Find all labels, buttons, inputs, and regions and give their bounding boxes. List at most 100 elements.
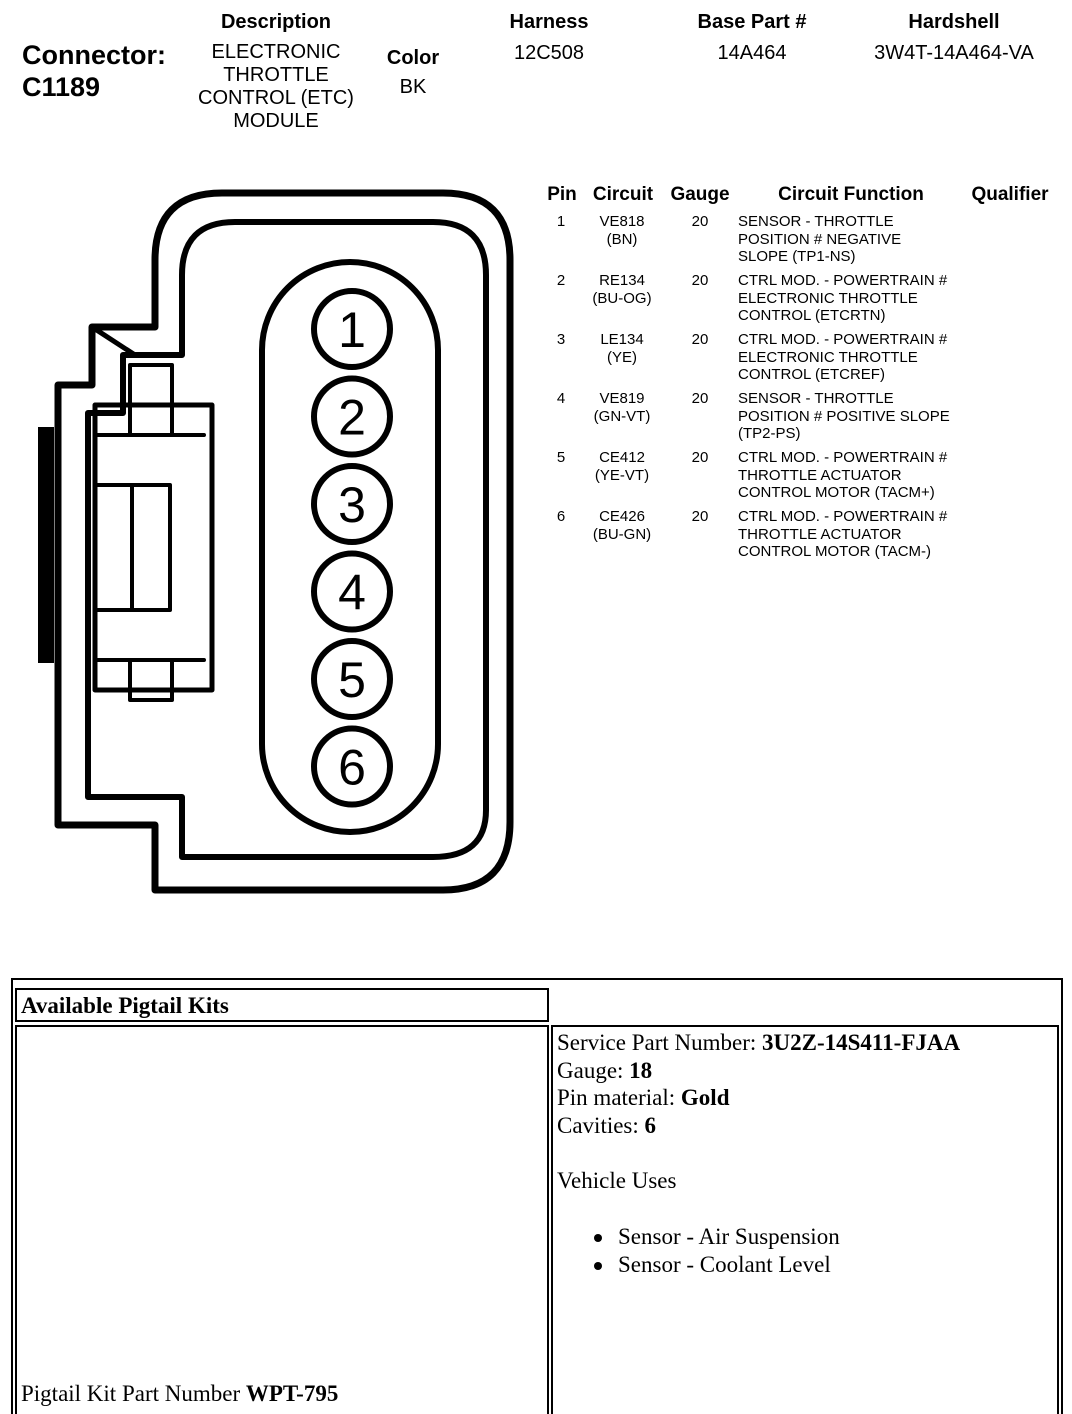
col-function-header: Circuit Function [778,184,924,205]
kit-part-value: WPT-795 [245,1381,339,1406]
kit-part-number: Pigtail Kit Part Number WPT-795 [21,1380,338,1408]
cavities-line: Cavities: 6 [557,1112,960,1140]
wire-gauge: 20 [691,508,709,525]
connector-inner-shell [85,219,489,860]
hardshell-header: Hardshell [908,11,1000,33]
circuit-function: CTRL MOD. - POWERTRAIN #ELECTRONIC THROT… [738,331,978,384]
pin-number-label: 1 [338,302,366,358]
circuit-function-line: ELECTRONIC THROTTLE [738,289,918,307]
circuit-function-line: CTRL MOD. - POWERTRAIN # [738,272,948,289]
connector-label: Connector: [22,40,166,70]
circuit-function: CTRL MOD. - POWERTRAIN #ELECTRONIC THROT… [738,272,978,325]
circuit-function-line: CONTROL (ETCREF) [738,366,885,383]
description-line: THROTTLE [223,64,329,86]
pin-number-label: 4 [338,565,366,621]
pigtail-details-cell: Service Part Number: 3U2Z-14S411-FJAA Ga… [551,1025,1059,1414]
harness-header: Harness [509,11,589,33]
gauge-value: 18 [629,1057,653,1083]
description-value: ELECTRONIC THROTTLE CONTROL (ETC) MODULE [176,41,376,133]
circuit-code-line: (BU-GN) [592,525,652,543]
pin-cavity [259,259,441,835]
circuit-function-line: CONTROL (ETCRTN) [738,307,886,324]
circuit-code-line: (GN-VT) [593,407,651,425]
col-circuit-header: Circuit [592,184,654,205]
pin-number: 3 [556,331,566,348]
pigtail-empty-cell: Pigtail Kit Part Number WPT-795 [15,1025,549,1414]
pin-number-label: 2 [338,390,366,446]
circuit-function-line: CONTROL MOTOR (TACM-) [738,543,932,560]
pin-number: 2 [556,272,566,289]
connector-outer-shell [54,189,514,894]
vehicle-uses-label: Vehicle Uses [557,1167,677,1193]
color-value: BK [399,76,427,98]
pin-circle [311,288,393,370]
pigtail-title-cell: Available Pigtail Kits [15,988,549,1022]
pin-material-label: Pin material: [557,1085,681,1110]
description-header: Description [220,11,332,33]
circuit-code: CE412(YE-VT) [580,449,664,484]
pin-number: 1 [556,213,566,230]
pin-number: 6 [556,508,566,525]
latch-notches [93,363,206,702]
description-line: ELECTRONIC [211,41,341,63]
latch-body [92,402,215,693]
color-header: Color [386,47,440,69]
circuit-function-line: THROTTLE ACTUATOR [738,525,902,543]
circuit-function: CTRL MOD. - POWERTRAIN #THROTTLE ACTUATO… [738,449,978,502]
base-part-value: 14A464 [717,42,787,64]
description-line: MODULE [233,110,319,132]
wire-gauge: 20 [691,449,709,466]
circuit-function-line: POSITION # POSITIVE SLOPE [738,407,950,425]
wire-gauge: 20 [691,213,709,230]
vehicle-use-item: Sensor - Air Suspension [591,1223,960,1251]
base-part-header: Base Part # [697,11,807,33]
circuit-function: CTRL MOD. - POWERTRAIN #THROTTLE ACTUATO… [738,508,978,561]
latch-slots [93,483,172,612]
pin-material-line: Pin material: Gold [557,1084,960,1112]
circuit-code: CE426(BU-GN) [580,508,664,543]
wire-gauge: 20 [691,272,709,289]
circuit-function-line: SLOPE (TP1-NS) [738,248,856,265]
circuit-function-line: THROTTLE ACTUATOR [738,466,902,484]
circuit-code-line: (BN) [606,230,638,248]
gauge-label: Gauge: [557,1057,630,1083]
pigtail-table [11,978,1063,1414]
harness-value: 12C508 [513,42,585,64]
col-pin-header: Pin [547,184,577,205]
hardshell-value: 3W4T-14A464-VA [874,42,1034,64]
circuit-code-line: RE134 [599,272,645,289]
cavities-label: Cavities: [557,1112,645,1138]
wire-gauge: 20 [691,390,709,407]
circuit-function-line: SENSOR - THROTTLE [738,390,894,407]
vehicle-uses-list: Sensor - Air Suspension Sensor - Coolant… [591,1223,960,1278]
pin-circle [311,550,393,633]
service-part-value: 3U2Z-14S411-FJAA [762,1030,961,1055]
pin-circle [311,638,393,720]
pin-circle [311,725,393,808]
circuit-function-line: CTRL MOD. - POWERTRAIN # [738,331,948,348]
connector-title: Connector: C1189 [22,39,166,103]
circuit-code-line: VE818 [599,213,645,230]
col-gauge-header: Gauge [670,184,730,205]
pigtail-title: Available Pigtail Kits [21,993,229,1018]
circuit-code: LE134(YE) [580,331,664,366]
circuit-code-line: (YE-VT) [594,466,650,484]
circuit-code-line: (BU-OG) [592,289,652,307]
pin-circle [311,375,393,458]
connector-id: C1189 [22,72,101,102]
circuit-code-line: CE412 [599,449,645,466]
gauge-line: Gauge: 18 [557,1057,960,1085]
wire-gauge: 20 [691,331,709,348]
kit-part-label: Pigtail Kit Part Number [21,1381,246,1406]
circuit-function-line: ELECTRONIC THROTTLE [738,348,918,366]
col-qualifier-header: Qualifier [971,184,1049,205]
circuit-code-line: LE134 [600,331,644,348]
pin-circle [311,463,393,545]
service-part-line: Service Part Number: 3U2Z-14S411-FJAA [557,1029,960,1057]
circuit-function-line: SENSOR - THROTTLE [738,213,894,230]
pin-material-value: Gold [680,1085,730,1110]
circuit-code: VE819(GN-VT) [580,390,664,425]
